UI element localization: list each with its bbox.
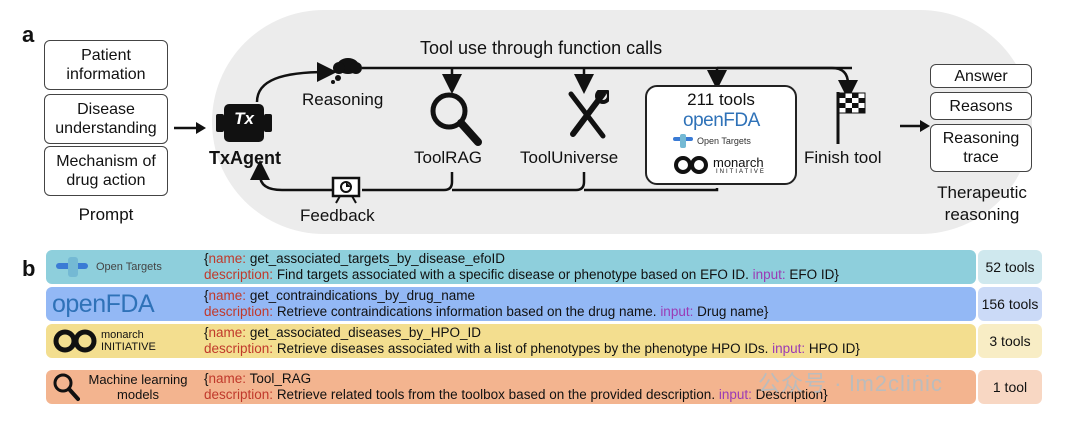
monarch-initiative-small: INITIATIVE: [716, 169, 766, 175]
tool-row-text-ml-models: {name: Tool_RAG description: Retrieve re…: [204, 371, 828, 402]
monarch-logo: monarch INITIATIVE: [52, 324, 202, 358]
prompt-mechanism-of-drug-action: Mechanism of drug action: [44, 146, 168, 196]
presentation-board-icon: [331, 176, 361, 204]
monarch-mark-small: [674, 156, 708, 174]
prompt-patient-information: Patient information: [44, 40, 168, 90]
prompt-caption: Prompt: [78, 205, 134, 224]
reasoning-label: Reasoning: [302, 90, 384, 109]
panel-a-letter: a: [22, 22, 35, 47]
tool-use-header: Tool use through function calls: [420, 38, 663, 58]
tool-row-ml-models: [46, 370, 976, 404]
openfda-logo: openFDA: [52, 287, 202, 321]
output-reasoning-trace: Reasoning trace: [930, 124, 1032, 172]
opentargets-mark-icon: [56, 257, 88, 277]
arrow-to-outputs: [900, 120, 930, 132]
arrow-prompt-to-agent: [174, 122, 206, 134]
thought-cloud-icon: [331, 58, 362, 84]
finish-tool-label: Finish tool: [804, 148, 882, 167]
tool-count-ml-models: 1 tool: [978, 370, 1042, 404]
ml-models-logo-text: Machine learning models: [88, 372, 188, 402]
output-answer: Answer: [930, 64, 1032, 88]
tool-count-opentargets: 52 tools: [978, 250, 1042, 284]
monarch-logo-small: monarch: [713, 155, 764, 170]
txagent-label: TxAgent: [209, 148, 281, 168]
panel-b-letter: b: [22, 256, 36, 281]
opentargets-logo-text: Open Targets: [96, 261, 162, 273]
prompt-disease-understanding: Disease understanding: [44, 94, 168, 144]
tool-row-text-monarch: {name: get_associated_diseases_by_HPO_ID…: [204, 325, 860, 356]
outputs-caption: Therapeutic reasoning: [937, 183, 1027, 224]
tool-count-monarch: 3 tools: [978, 324, 1042, 358]
tool-row-openfda: [46, 287, 976, 321]
magnifier-small-icon: [53, 373, 80, 401]
flow-arrows: [250, 62, 858, 192]
opentargets-logo-small: Open Targets: [697, 136, 751, 146]
txagent-robot-icon: [216, 104, 272, 142]
ml-models-logo: Machine learning models: [52, 370, 202, 404]
tools-library-box: [645, 85, 797, 185]
monarch-mark-icon: [53, 329, 97, 353]
tool-row-monarch: [46, 324, 976, 358]
toolrag-label: ToolRAG: [414, 148, 483, 167]
opentargets-logo: Open Targets: [52, 250, 202, 284]
tool-row-opentargets: [46, 250, 976, 284]
tools-wrench-icon: [568, 90, 609, 139]
tool-row-text-openfda: {name: get_contraindications_by_drug_nam…: [204, 288, 769, 319]
monarch-logo-text: monarch INITIATIVE: [101, 329, 156, 353]
output-reasons: Reasons: [930, 92, 1032, 120]
finish-flag-icon: [836, 92, 866, 144]
watermark-text: 公众号 · lm2clinic: [758, 371, 943, 396]
tools-count-label: 211 tools: [687, 90, 755, 109]
txagent-badge: Tx: [234, 109, 254, 128]
tool-row-text-opentargets: {name: get_associated_targets_by_disease…: [204, 251, 839, 282]
magnifier-icon: [430, 92, 482, 146]
openfda-logo-text: openFDA: [52, 289, 155, 318]
feedback-label: Feedback: [300, 206, 375, 225]
tool-count-openfda: 156 tools: [978, 287, 1042, 321]
openfda-logo-small: openFDA: [683, 110, 760, 131]
tooluniverse-label: ToolUniverse: [520, 148, 619, 167]
opentargets-mark-small: [673, 134, 693, 148]
